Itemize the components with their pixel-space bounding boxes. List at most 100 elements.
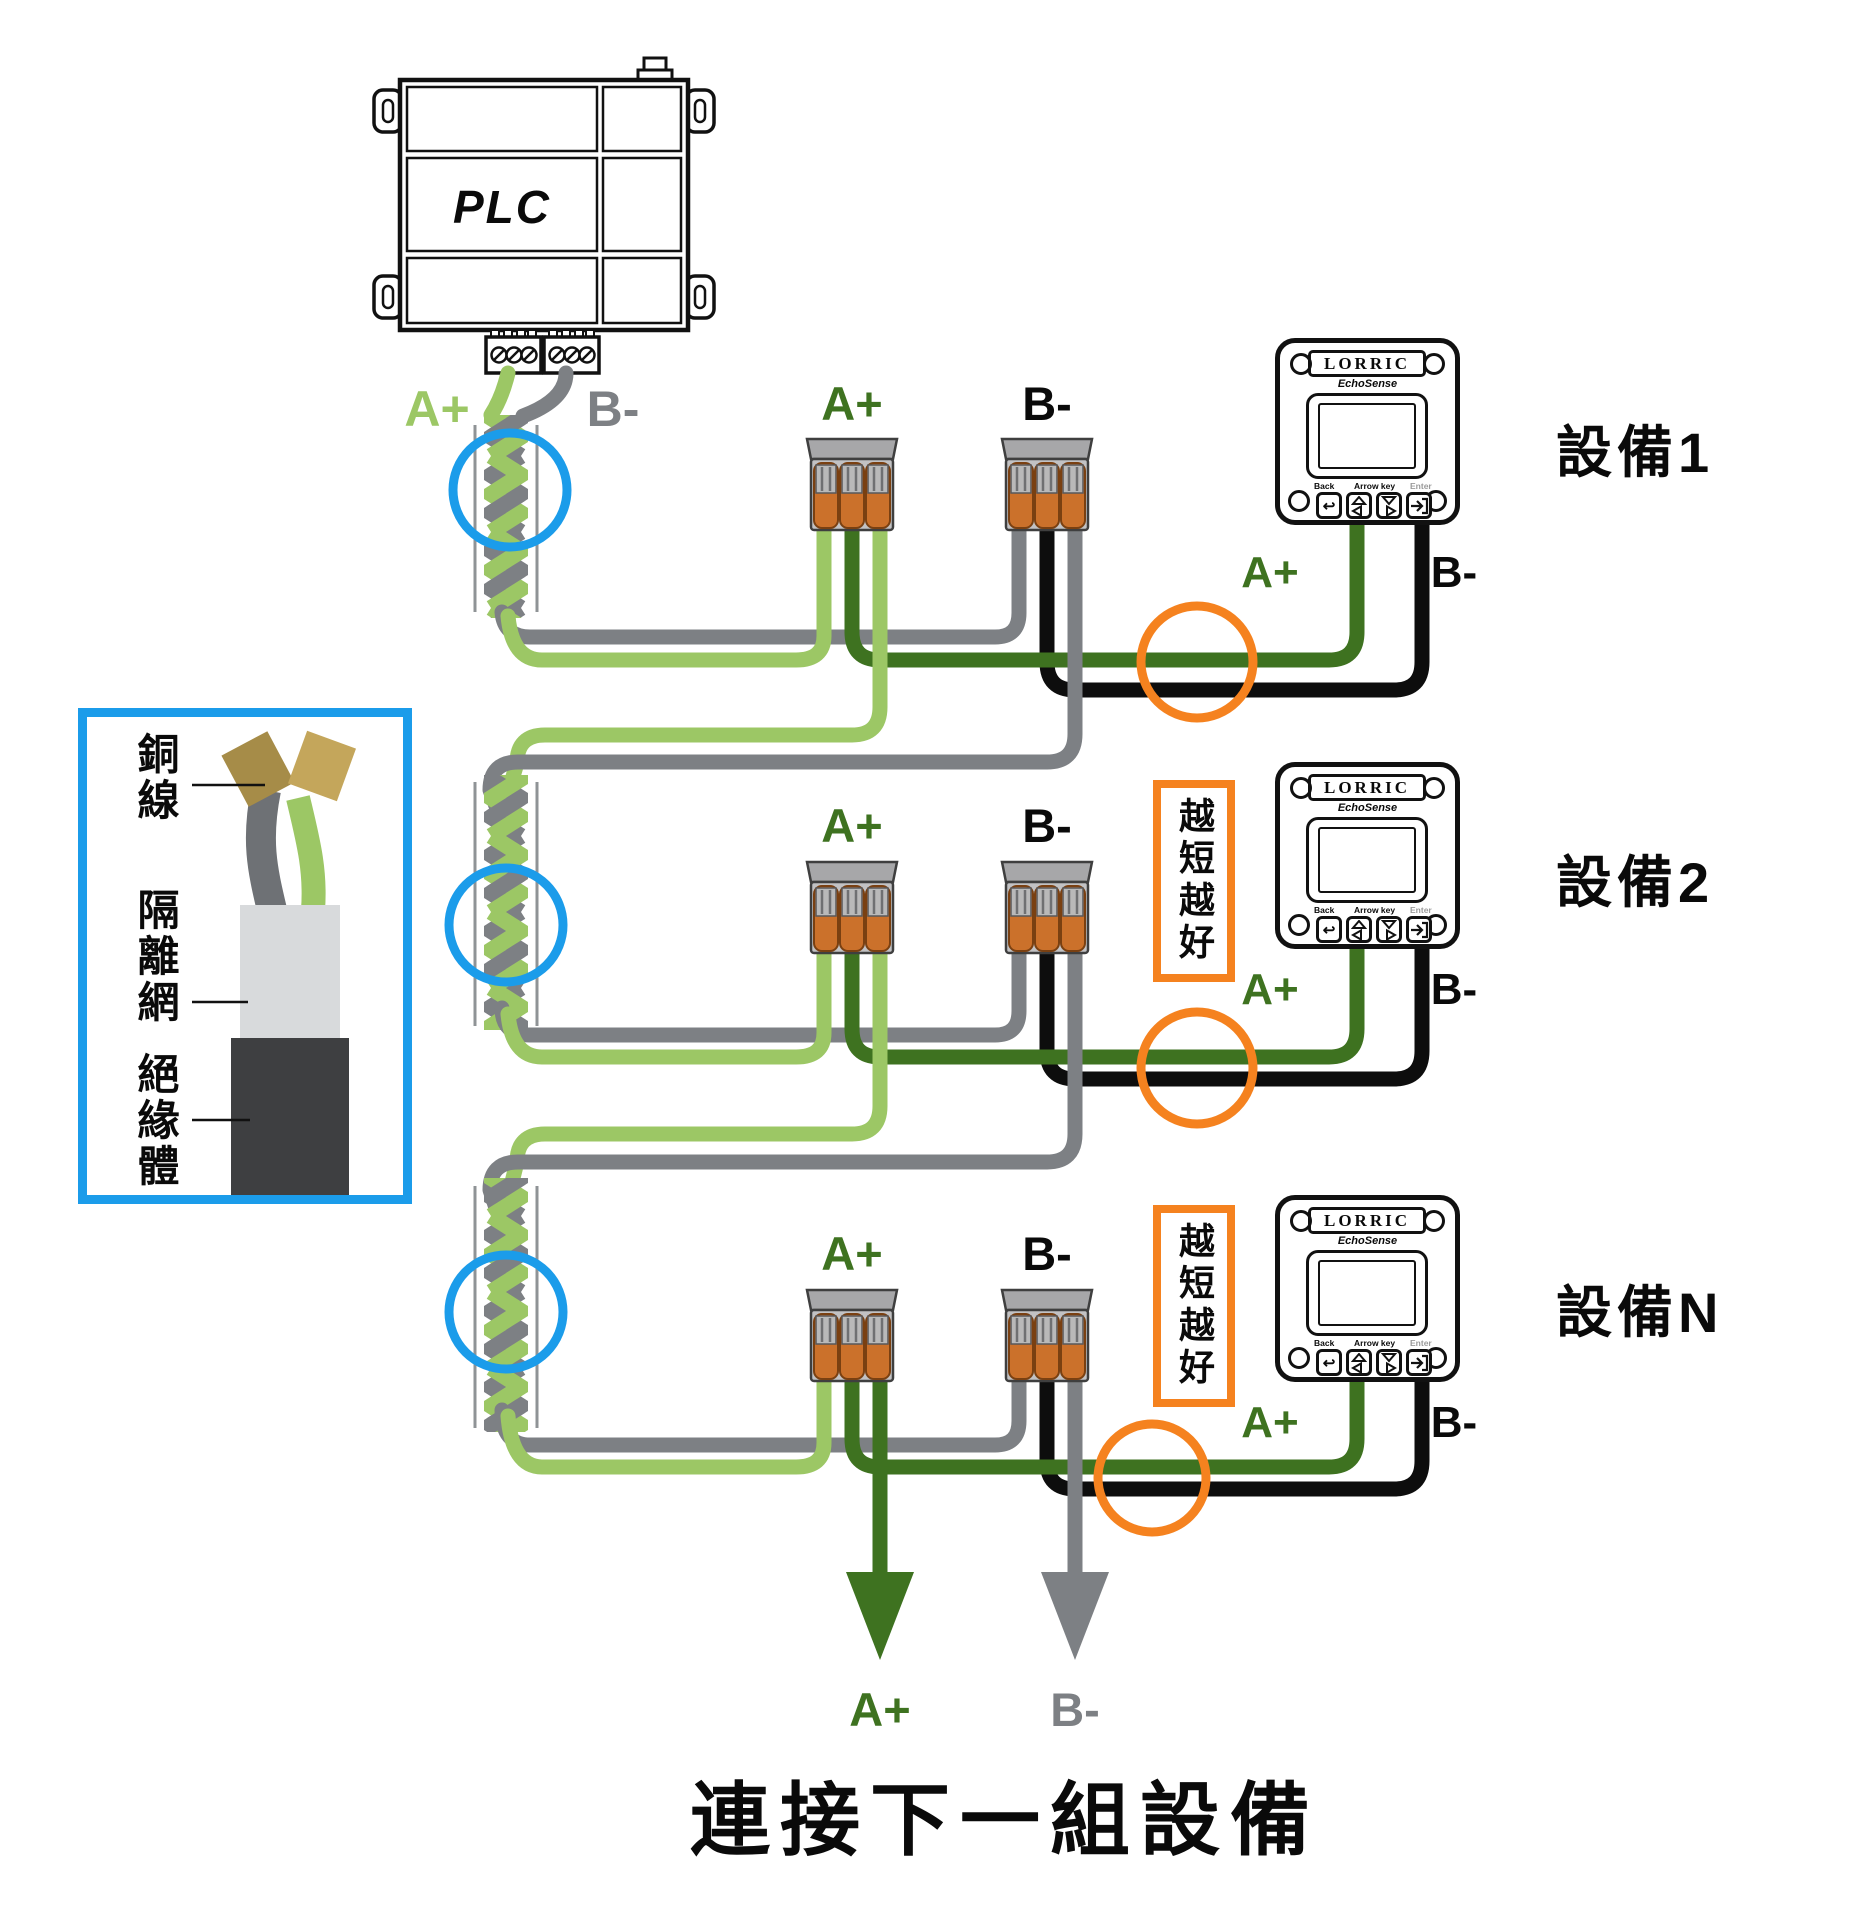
terminal-a-label-1: A+ xyxy=(821,377,883,430)
brand-logo: LORRIC xyxy=(1308,774,1426,801)
arrow-key-label: Arrow key xyxy=(1354,481,1396,491)
device-screen xyxy=(1306,1250,1428,1336)
plc-a-plus-label: A+ xyxy=(404,381,470,437)
enter-button-icon xyxy=(1406,916,1432,943)
short-run-highlight-circle-3 xyxy=(1093,1419,1211,1537)
wire-a-connector-to-device-1 xyxy=(844,516,1365,668)
back-button-icon: ↩ xyxy=(1316,916,1342,943)
wire-a-plc-tail xyxy=(483,365,516,423)
plc-module xyxy=(372,56,716,375)
terminal-b-label-2: B- xyxy=(1022,799,1072,852)
up-left-arrows-icon xyxy=(1346,1349,1372,1376)
copper-wire-left xyxy=(221,731,295,807)
cable-legend-box xyxy=(78,708,412,1204)
legend-insulation-label: 絕緣體 xyxy=(132,1052,179,1190)
screw-hole-icon xyxy=(1423,353,1445,375)
back-key-label: Back xyxy=(1314,481,1335,491)
arrow-key-label: Arrow key xyxy=(1354,1338,1396,1348)
enter-key-label: Enter xyxy=(1410,905,1432,915)
screw-hole-icon xyxy=(1423,777,1445,799)
wire-a-continuation-2 xyxy=(504,942,888,1190)
keep-short-note-2: 越短越好 xyxy=(1153,780,1235,982)
back-button-icon: ↩ xyxy=(1316,492,1342,519)
arrow-b-next-group xyxy=(1041,1572,1109,1660)
wire-b-connector-to-device-1 xyxy=(1039,516,1430,698)
wire-a-bus-to-connector-1 xyxy=(500,520,832,668)
insulation-block xyxy=(231,1038,349,1198)
enter-button-icon xyxy=(1406,1349,1432,1376)
device-name-n: 設備N xyxy=(1556,1281,1724,1344)
cable-cross-section xyxy=(192,730,357,1198)
connector-a-device-n xyxy=(805,1288,899,1383)
back-key-label: Back xyxy=(1314,1338,1335,1348)
screw-hole-icon xyxy=(1288,1347,1310,1369)
wire-a-connector-to-device-n xyxy=(844,1370,1365,1475)
arrow-key-label: Arrow key xyxy=(1354,905,1396,915)
connector-b-device-2 xyxy=(1000,860,1094,955)
brand-logo: LORRIC xyxy=(1308,1207,1426,1234)
short-run-highlight-circle-1 xyxy=(1136,601,1258,723)
terminal-a-label-n: A+ xyxy=(821,1227,883,1280)
twist-highlight-circle-3 xyxy=(444,1250,568,1374)
down-right-arrows-icon xyxy=(1376,916,1402,943)
wire-a-continuation-1 xyxy=(504,520,888,788)
up-left-arrows-icon xyxy=(1346,492,1372,519)
twisted-pair-segment-3 xyxy=(473,1178,539,1432)
down-right-arrows-icon xyxy=(1376,1349,1402,1376)
copper-wire-right xyxy=(287,730,357,802)
back-button-icon: ↩ xyxy=(1316,1349,1342,1376)
flow-meter-device-2: LORRIC EchoSense Back Arrow key Enter ↩ xyxy=(1275,762,1460,949)
device-wire-a-label-1: A+ xyxy=(1241,548,1299,597)
next-group-a-label: A+ xyxy=(849,1683,911,1736)
wire-b-plc-tail xyxy=(515,365,574,424)
model-name: EchoSense xyxy=(1337,378,1398,390)
plc-terminal-b xyxy=(542,328,601,375)
keep-short-note-n: 越短越好 xyxy=(1153,1205,1235,1407)
model-name: EchoSense xyxy=(1337,802,1398,814)
enter-button-icon xyxy=(1406,492,1432,519)
model-name: EchoSense xyxy=(1337,1235,1398,1247)
device-wire-b-label-1: B- xyxy=(1430,548,1478,597)
wire-a-bus-to-connector-2 xyxy=(500,942,832,1065)
flow-meter-device-1: LORRIC EchoSense Back Arrow key Enter ↩ xyxy=(1275,338,1460,525)
up-left-arrows-icon xyxy=(1346,916,1372,943)
device-screen xyxy=(1306,817,1428,903)
plc-b-minus-label: B- xyxy=(586,381,640,437)
next-group-b-label: B- xyxy=(1050,1683,1100,1736)
arrow-a-next-group xyxy=(846,1572,914,1660)
plc-terminal-a xyxy=(484,328,543,375)
wire-a-bus-to-connector-n xyxy=(500,1370,832,1475)
screw-hole-icon xyxy=(1288,914,1310,936)
back-key-label: Back xyxy=(1314,905,1335,915)
wire-b-bus-to-connector-1 xyxy=(494,520,1027,645)
connector-b-device-1 xyxy=(1000,437,1094,532)
down-right-arrows-icon xyxy=(1376,492,1402,519)
flow-meter-device-n: LORRIC EchoSense Back Arrow key Enter ↩ xyxy=(1275,1195,1460,1382)
terminal-b-label-n: B- xyxy=(1022,1227,1072,1280)
legend-copper-label: 銅線 xyxy=(132,732,179,824)
screw-hole-icon xyxy=(1288,490,1310,512)
screw-hole-icon xyxy=(1423,1210,1445,1232)
wire-b-bus-to-connector-n xyxy=(494,1370,1027,1453)
terminal-a-label-2: A+ xyxy=(821,799,883,852)
device-name-1: 設備1 xyxy=(1556,421,1715,484)
brand-logo: LORRIC xyxy=(1308,350,1426,377)
device-wire-a-label-n: A+ xyxy=(1241,1398,1299,1447)
device-name-2: 設備2 xyxy=(1556,851,1715,914)
enter-key-label: Enter xyxy=(1410,1338,1432,1348)
wire-b-continuation-2 xyxy=(482,942,1083,1216)
plc-label: PLC xyxy=(453,181,551,233)
device-screen xyxy=(1306,393,1428,479)
connector-a-device-1 xyxy=(805,437,899,532)
short-run-highlight-circle-2 xyxy=(1136,1007,1258,1129)
device-wire-a-label-2: A+ xyxy=(1241,965,1299,1014)
device-wire-b-label-n: B- xyxy=(1430,1398,1478,1447)
enter-key-label: Enter xyxy=(1410,481,1432,491)
device-wire-b-label-2: B- xyxy=(1430,965,1478,1014)
shield-mesh-block xyxy=(240,905,340,1038)
legend-shield-label: 隔離網 xyxy=(132,888,179,1026)
wire-a-connector-to-device-2 xyxy=(844,938,1365,1065)
twisted-pair-segment-1 xyxy=(473,415,539,618)
